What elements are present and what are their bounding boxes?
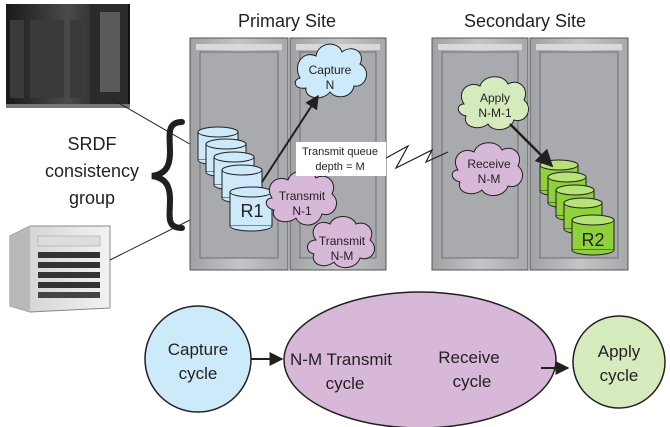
r1-label: R1	[240, 201, 263, 221]
group-label: group	[69, 188, 115, 208]
apply-n-m-1-line2: N-M-1	[478, 106, 512, 120]
transmit-cycle-line2: cycle	[326, 374, 365, 393]
transmit-cycle-line1: N-M Transmit	[290, 350, 392, 369]
transmit-queue-line2: depth = M	[315, 161, 364, 173]
receive-n-m-line2: N-M	[478, 172, 501, 186]
capture-n-line2: N	[326, 78, 335, 92]
consistency-label: consistency	[45, 161, 139, 181]
r1-to-capture-arrow	[261, 94, 319, 183]
capture-cycle-circle	[144, 305, 252, 413]
capture-cycle-line2: cycle	[179, 364, 218, 383]
receive-n-m-line1: Receive	[467, 157, 511, 171]
srdf-link-bolt	[385, 144, 449, 170]
server-image	[9, 225, 111, 313]
transmit-receive-cycle-ellipse	[283, 291, 557, 427]
r2-label: R2	[581, 230, 604, 250]
transmit-n-1-line2: N-1	[292, 204, 312, 218]
transmit-n-1-line1: Transmit	[279, 189, 326, 203]
transmit-n-m-cloud	[307, 216, 375, 268]
receive-cycle-line2: cycle	[453, 372, 492, 391]
apply-cycle-circle	[572, 315, 666, 409]
apply-to-r2-arrow	[509, 123, 554, 168]
mainframe-connector	[109, 97, 201, 151]
capture-cycle-line1: Capture	[168, 340, 228, 359]
transmit-queue-label-bg	[296, 142, 386, 176]
group-brace	[151, 119, 185, 231]
apply-cycle-line1: Apply	[598, 342, 641, 361]
secondary-site-label: Secondary Site	[464, 11, 586, 31]
capture-n-cloud	[294, 43, 368, 99]
transmit-n-m-line2: N-M	[331, 249, 354, 263]
r1-disk-stack	[197, 126, 273, 232]
server-connector	[109, 214, 201, 261]
apply-n-m-1-cloud	[457, 76, 529, 130]
apply-n-m-1-line1: Apply	[480, 91, 510, 105]
transmit-n-1-cloud	[265, 170, 337, 226]
receive-cycle-line1: Receive	[438, 348, 499, 367]
primary-site-label: Primary Site	[238, 11, 336, 31]
mainframe-image	[6, 4, 130, 108]
transmit-queue-line1: Transmit queue	[302, 146, 378, 158]
srdf-label: SRDF	[68, 134, 117, 154]
receive-n-m-cloud	[451, 142, 523, 196]
transmit-n-m-line1: Transmit	[319, 234, 366, 248]
r2-disk-stack	[539, 159, 615, 256]
capture-n-line1: Capture	[309, 63, 352, 77]
apply-cycle-line2: cycle	[600, 366, 639, 385]
